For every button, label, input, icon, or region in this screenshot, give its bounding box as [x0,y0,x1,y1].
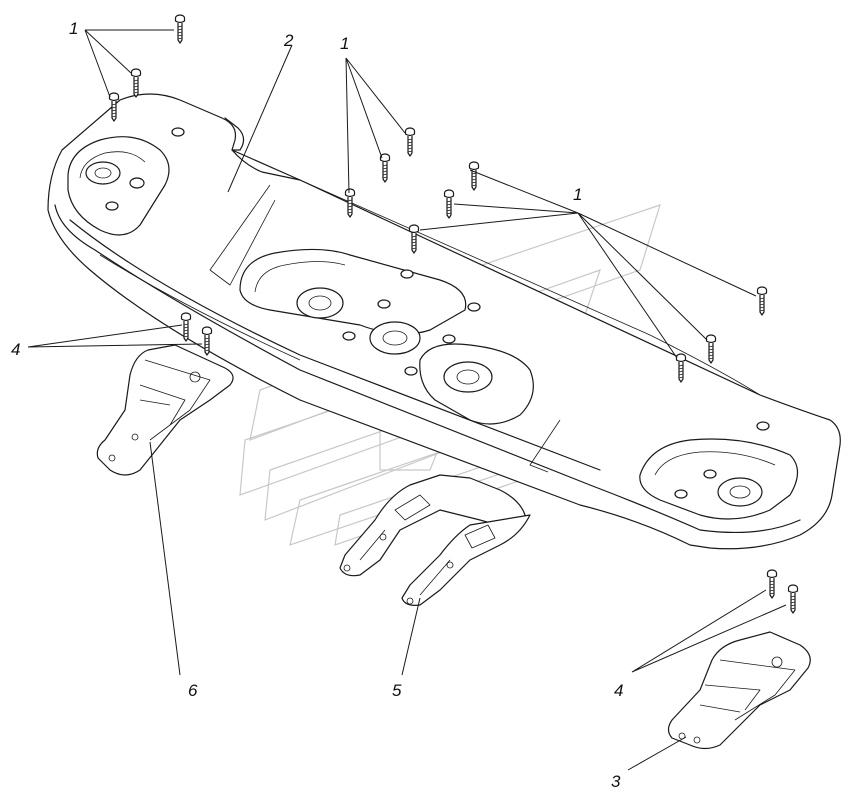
callout-4-right: 4 [614,681,623,700]
right-bracket [667,631,811,750]
left-bracket [96,344,234,476]
callout-2: 2 [283,31,294,50]
callout-1-right: 1 [573,185,582,204]
callout-5: 5 [392,681,402,700]
callout-1-topleft: 1 [69,19,78,38]
callout-4-left: 4 [11,340,20,359]
center-bracket [339,474,531,606]
callout-6: 6 [188,681,198,700]
bumper-cover-panel [47,93,841,550]
callout-1-center: 1 [340,34,349,53]
leader-lines [27,29,787,771]
callout-3: 3 [611,772,621,791]
